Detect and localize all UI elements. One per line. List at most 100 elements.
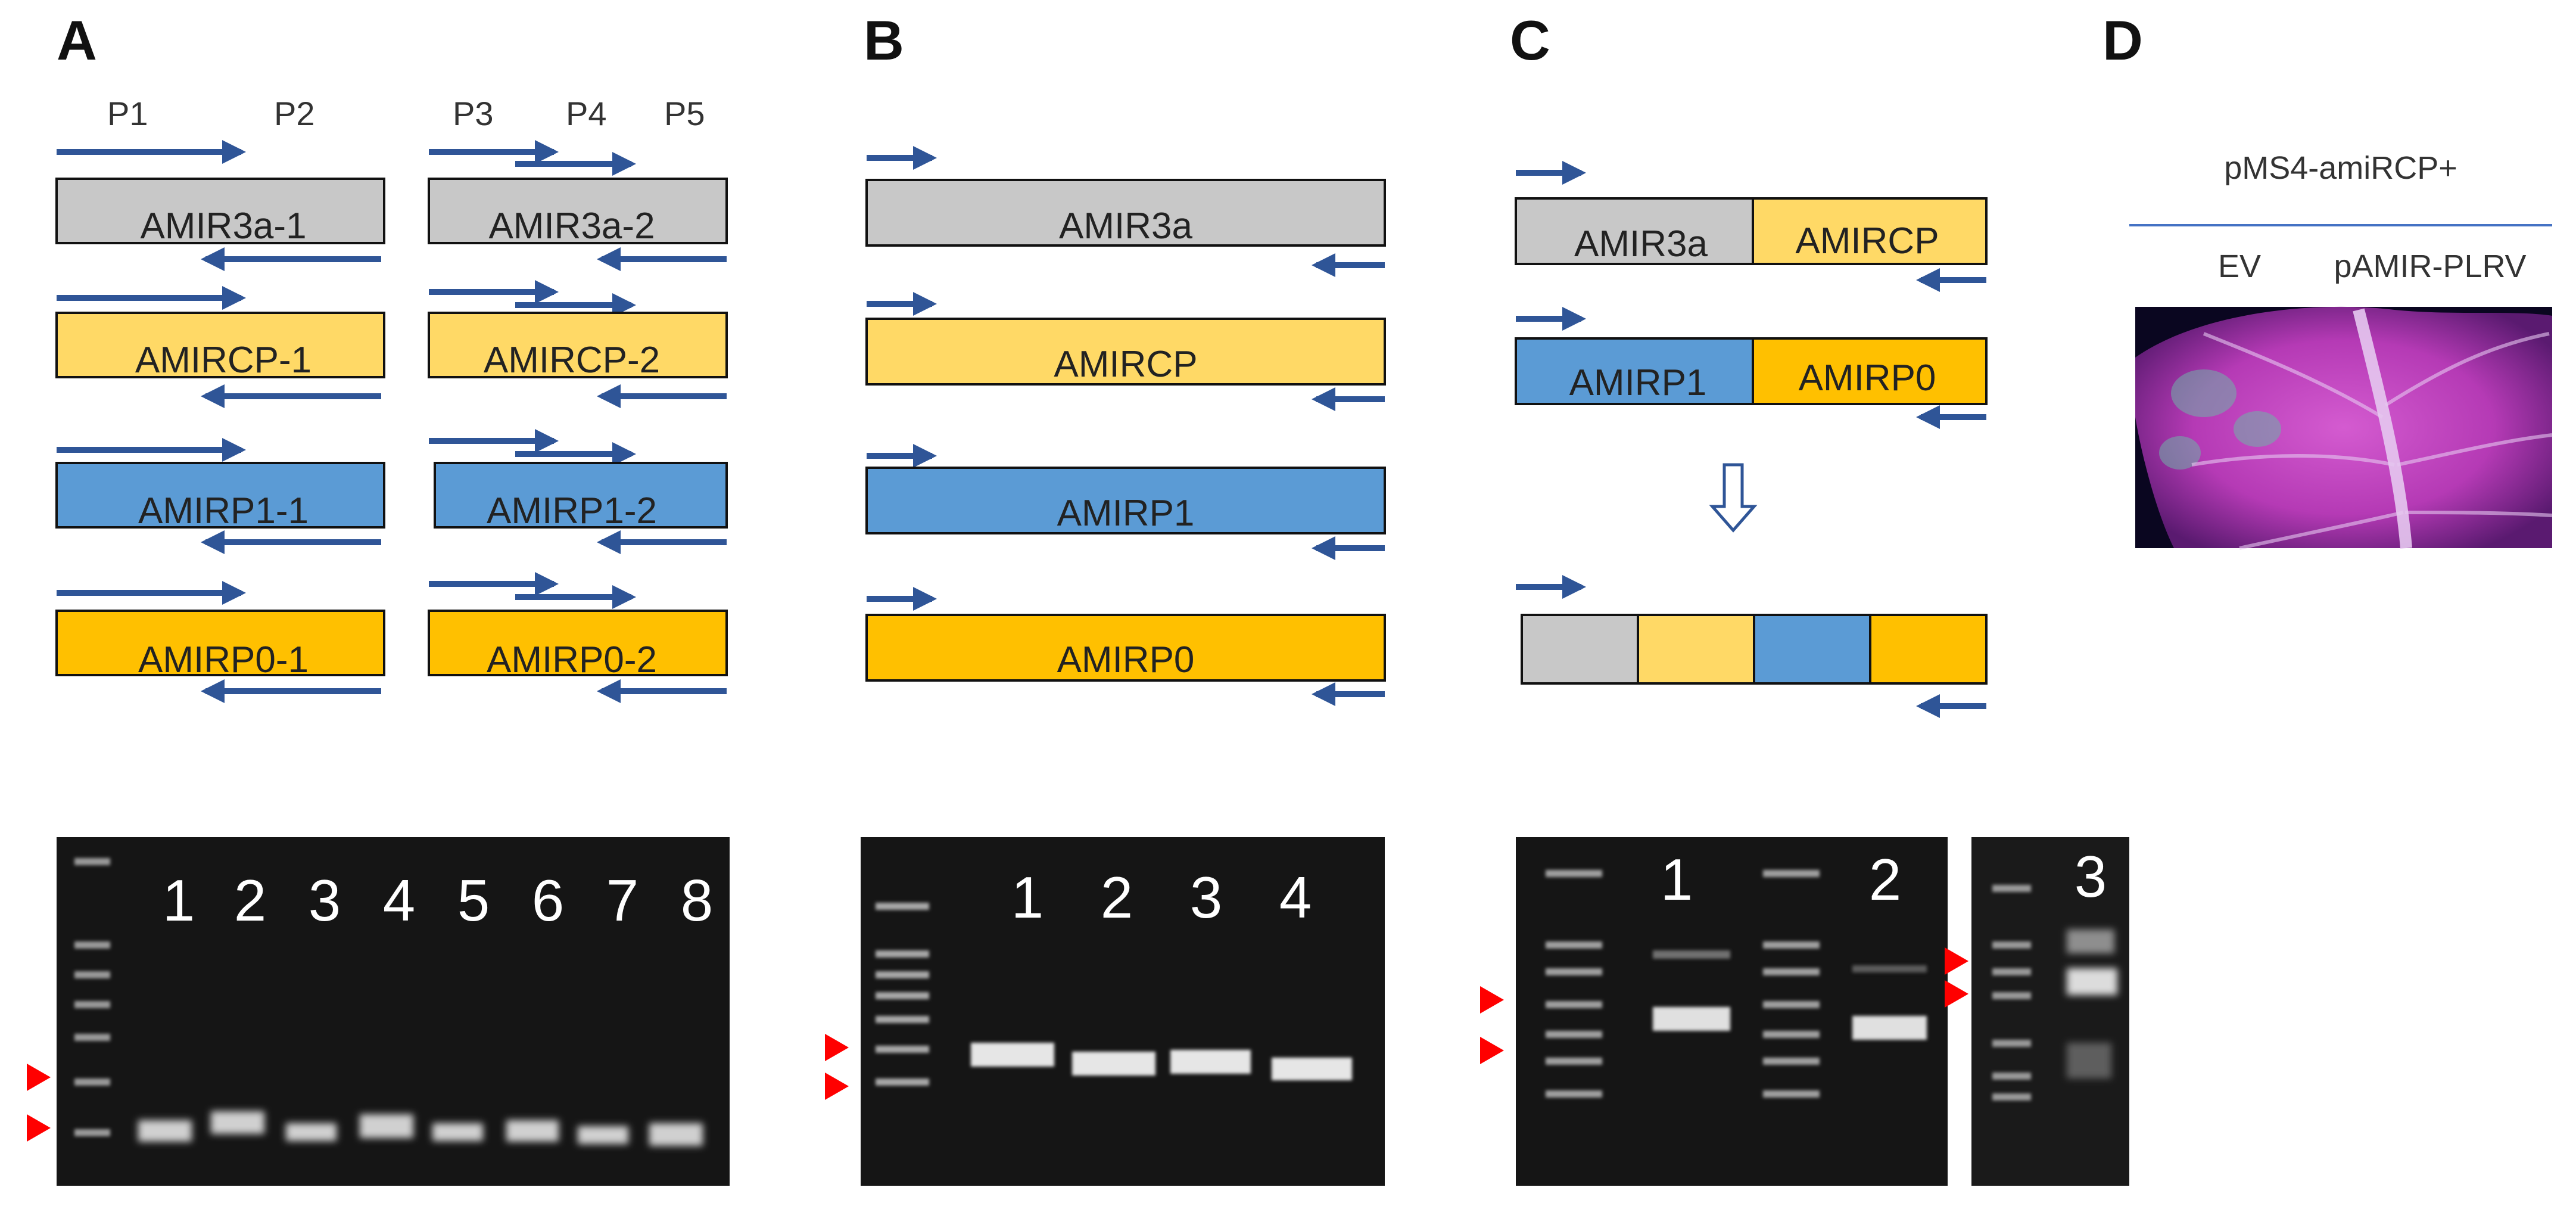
gel-a-lane-label-4: 4: [383, 868, 416, 933]
marker-arrow-icon: [27, 1064, 51, 1091]
ladder-band: [1763, 870, 1820, 877]
ladder-band: [1992, 1093, 2031, 1101]
leaf-photo: [2135, 306, 2553, 550]
construct-box-amirp1: [1515, 337, 1754, 405]
ladder-band: [876, 1046, 929, 1053]
ladder-band: [1763, 968, 1820, 975]
fused-segment-amirp1: [1753, 614, 1871, 685]
construct-box-amir3a: [1515, 197, 1754, 265]
panel-b-letter: B: [864, 9, 904, 72]
leaf-vein: [2384, 332, 2550, 407]
construct-box-amirp1-2: [434, 462, 728, 529]
gel-a-sample-bands: [138, 1111, 703, 1146]
leaf-fluorescence-spots: [2159, 369, 2281, 470]
ladder-band: [1763, 1058, 1820, 1065]
gel-c-sample-bands: [1653, 950, 1927, 1040]
panel-b-construct-boxes: [865, 179, 1386, 682]
box-label-amircp-1: AMIRCP-1: [135, 340, 312, 381]
gel-band-lane-7: [578, 1126, 628, 1144]
fused-segment-amircp: [1637, 614, 1755, 685]
construct-box-amirp0-1: [55, 610, 385, 676]
leaf-blade: [2135, 306, 2552, 548]
construct-box-amir3a-1: [55, 178, 385, 244]
box-label-amircp: AMIRCP: [1054, 344, 1197, 385]
ladder-band: [1992, 1040, 2031, 1047]
gel-b-lane-label-1: 1: [1011, 865, 1044, 930]
box-label-amircp: AMIRCP: [1795, 220, 1939, 262]
panel-c-gel-2: 3: [1971, 837, 2129, 1186]
panel-a-construct-boxes: [55, 178, 728, 676]
marker-arrow-icon: [1480, 1037, 1504, 1064]
leaf-vein: [2191, 454, 2395, 467]
gel-band-lane-2: [1852, 1016, 1927, 1040]
construct-box-amirp1: [865, 467, 1386, 534]
ladder-band: [1546, 870, 1602, 877]
primer-label-p2: P2: [274, 95, 315, 132]
ladder-band: [74, 1001, 110, 1008]
panel-a-primer-arrows: [57, 140, 727, 703]
construct-box-amircp-1: [55, 312, 385, 378]
construct-box-amircp: [1752, 197, 1988, 265]
ladder-band: [1992, 992, 2031, 999]
ladder-band: [74, 1078, 110, 1086]
ladder-band: [1763, 941, 1820, 949]
leaf-vein: [2397, 433, 2553, 467]
ladder-band: [1546, 1090, 1602, 1098]
gel-a-lane-label-3: 3: [309, 868, 341, 933]
marker-arrow-icon: [825, 1034, 849, 1061]
gel-band-lane-3: [286, 1123, 337, 1141]
gel-b-lane-label-2: 2: [1101, 865, 1133, 930]
construct-box-amircp-2: [428, 312, 728, 378]
box-label-amirp1-1: AMIRP1-1: [138, 490, 309, 531]
gel-a-lane-label-6: 6: [532, 868, 565, 933]
panel-d: D pMS4-amiRCP+ EV pAMIR-PLRV: [2102, 9, 2553, 550]
gel-c-ladders: [1546, 870, 1820, 1098]
gel-band-lane-8: [649, 1123, 703, 1146]
gel-band-lane-5: [432, 1123, 483, 1141]
marker-arrow-icon: [27, 1114, 51, 1142]
primer-label-p5: P5: [664, 95, 705, 132]
box-label-amirp0-1: AMIRP0-1: [138, 639, 309, 680]
ladder-band: [876, 950, 929, 958]
ladder-band: [74, 1129, 110, 1136]
gel-a-lane-label-5: 5: [457, 868, 490, 933]
panel-c-construct-boxes: [1515, 197, 1988, 685]
ladder-band: [74, 1034, 110, 1041]
panel-b-size-markers: [825, 1034, 849, 1100]
construct-box-amirp1-1: [55, 462, 385, 529]
ladder-band: [1546, 941, 1602, 949]
box-label-amirp0-2: AMIRP0-2: [487, 639, 657, 680]
gel-a-lane-label-1: 1: [163, 868, 195, 933]
leaf-vein: [2239, 511, 2404, 550]
gel-b-lane-label-4: 4: [1279, 865, 1312, 930]
ladder-band: [1763, 1031, 1820, 1038]
panel-b: B AMIR3a AMIRCP AMIRP1 AMIRP0: [825, 9, 1386, 1186]
box-label-amir3a: AMIR3a: [1059, 206, 1192, 247]
marker-arrow-icon: [825, 1073, 849, 1100]
panel-c: C AMIR3a AMIRCP AMIRP1 AMIRP0: [1480, 9, 2129, 1186]
fused-segment-amir3a: [1521, 614, 1639, 685]
gel-band-lane-3: [2067, 968, 2117, 995]
leaf-vein: [2203, 332, 2384, 419]
ladder-band: [74, 858, 110, 865]
fluorescence-spot: [2159, 436, 2201, 470]
box-label-amirp1: AMIRP1: [1569, 362, 1707, 403]
panel-c-gel-1: 1 2: [1516, 837, 1948, 1186]
fluorescence-spot: [2171, 369, 2237, 417]
gel-c-background: [1516, 837, 1948, 1186]
box-label-amirp0: AMIRP0: [1799, 358, 1936, 399]
panel-d-label-ev: EV: [2218, 248, 2261, 284]
panel-a: A P1 P2 P3 P4 P5: [27, 9, 730, 1186]
gel-band-lane-1: [138, 1120, 192, 1142]
ladder-band: [876, 1078, 929, 1086]
ladder-band: [74, 971, 110, 978]
gel-band-lane-4: [1272, 1058, 1352, 1080]
box-label-amir3a: AMIR3a: [1574, 223, 1708, 265]
panel-a-gel: 1 2 3 4 5 6 7 8: [57, 837, 730, 1186]
gel-c-lane-label-1: 1: [1661, 847, 1693, 912]
box-label-amir3a-1: AMIR3a-1: [140, 206, 306, 247]
construct-box-amir3a: [865, 179, 1386, 247]
construct-box-amircp: [865, 318, 1386, 386]
gel-c2-ladder: [1992, 885, 2031, 1101]
